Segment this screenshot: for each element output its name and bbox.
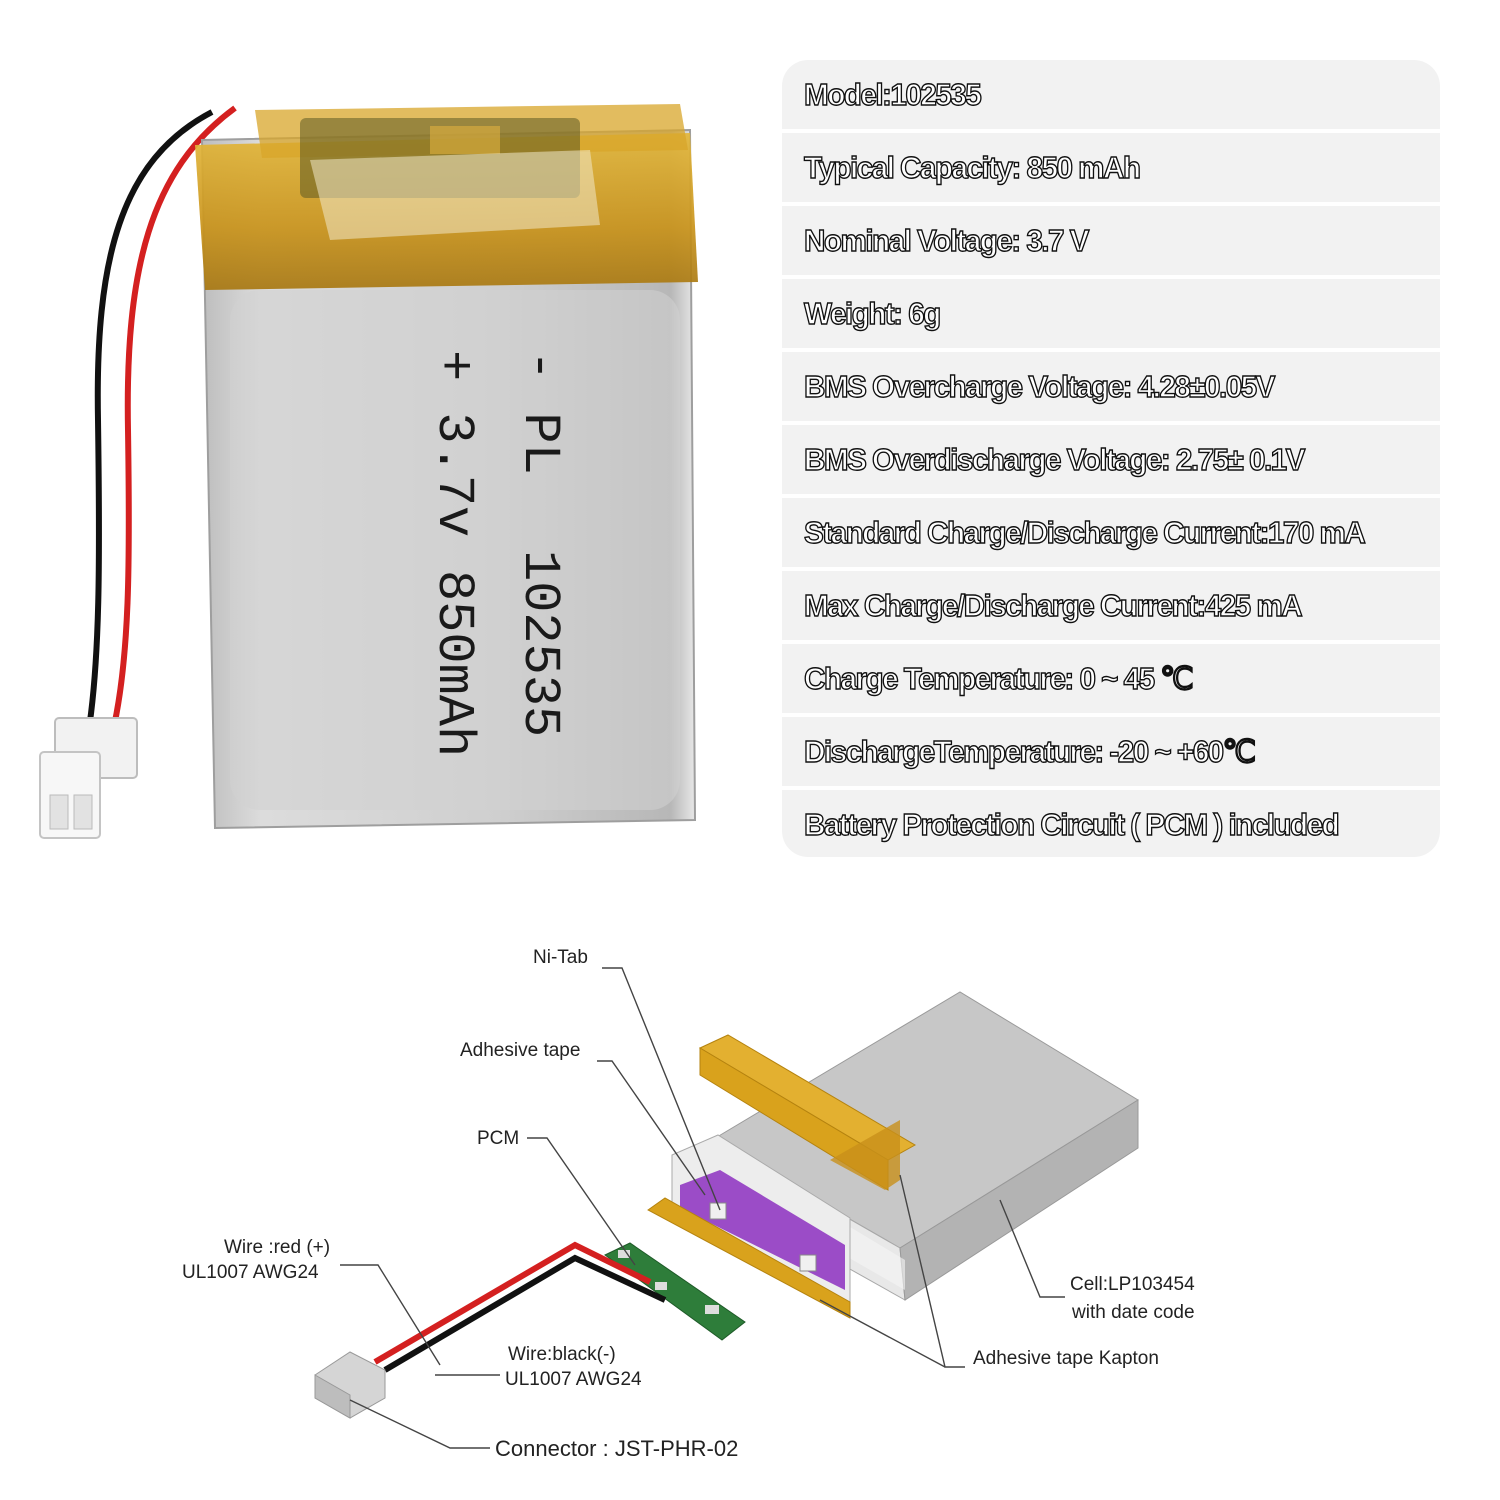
label-voltage: + 3.7v bbox=[424, 350, 483, 537]
callout-wire-red-spec: UL1007 AWG24 bbox=[182, 1262, 319, 1283]
diagram-black-wire bbox=[383, 1254, 667, 1373]
spec-nominal-voltage: Nominal Voltage: 3.7 V bbox=[803, 222, 1090, 258]
callout-cell: Cell:LP103454 bbox=[1070, 1274, 1195, 1295]
callout-pcm: PCM bbox=[477, 1128, 519, 1149]
callout-wire-red: Wire :red (+) bbox=[224, 1237, 330, 1258]
battery-cell bbox=[195, 104, 698, 830]
spec-standard-current: Standard Charge/Discharge Current:170 mA bbox=[803, 514, 1366, 550]
diagram-kapton-bottom bbox=[647, 1197, 851, 1319]
callout-adhesive-tape: Adhesive tape bbox=[460, 1040, 580, 1061]
spec-bms-overdischarge: BMS Overdischarge Voltage: 2.75± 0.1V bbox=[803, 441, 1306, 477]
callout-ni-tab: Ni-Tab bbox=[533, 947, 588, 968]
spec-charge-temperature: Charge Temperature: 0 ~ 45 ℃ bbox=[803, 660, 1194, 696]
spec-max-current: Max Charge/Discharge Current:425 mA bbox=[803, 587, 1303, 623]
label-capacity: 850mAh bbox=[424, 570, 483, 757]
red-wire bbox=[109, 105, 237, 736]
spec-discharge-temperature: DischargeTemperature: -20 ~ +60℃ bbox=[803, 733, 1256, 769]
spec-model: Model:102535 bbox=[803, 76, 982, 112]
battery-photo: - PL 102535 + 3.7v 850mAh bbox=[39, 104, 698, 839]
callout-wire-black-spec: UL1007 AWG24 bbox=[505, 1369, 642, 1390]
spec-protection-circuit: Battery Protection Circuit ( PCM ) inclu… bbox=[803, 806, 1340, 842]
spec-typical-capacity: Typical Capacity: 850 mAh bbox=[803, 149, 1141, 185]
spec-panel: Model:102535 Typical Capacity: 850 mAh N… bbox=[782, 60, 1440, 857]
black-wire bbox=[85, 109, 214, 736]
label-model: 102535 bbox=[510, 550, 569, 737]
callout-wire-black: Wire:black(-) bbox=[508, 1344, 616, 1365]
callout-connector: Connector : JST-PHR-02 bbox=[495, 1436, 738, 1461]
diagram-connector bbox=[314, 1351, 386, 1419]
callout-cell-date: with date code bbox=[1071, 1302, 1195, 1323]
battery-printed-label: - PL 102535 + 3.7v 850mAh bbox=[424, 350, 569, 757]
label-polarity-pl: - PL bbox=[510, 350, 569, 475]
callout-kapton: Adhesive tape Kapton bbox=[973, 1348, 1159, 1369]
diagram-red-wire bbox=[373, 1241, 652, 1365]
spec-bms-overcharge: BMS Overcharge Voltage: 4.28±0.05V bbox=[803, 368, 1276, 404]
jst-connector bbox=[39, 717, 138, 839]
battery-exploded-diagram: Ni-Tab Adhesive tape PCM Wire :red (+) U… bbox=[182, 947, 1195, 1461]
diagram-adhesive-tape-top bbox=[698, 1034, 917, 1191]
spec-weight: Weight: 6g bbox=[803, 295, 942, 331]
diagram-pcm-board bbox=[604, 1242, 746, 1341]
diagram-pcm-layer bbox=[671, 1134, 851, 1306]
diagram-leader-lines bbox=[340, 967, 1065, 1449]
